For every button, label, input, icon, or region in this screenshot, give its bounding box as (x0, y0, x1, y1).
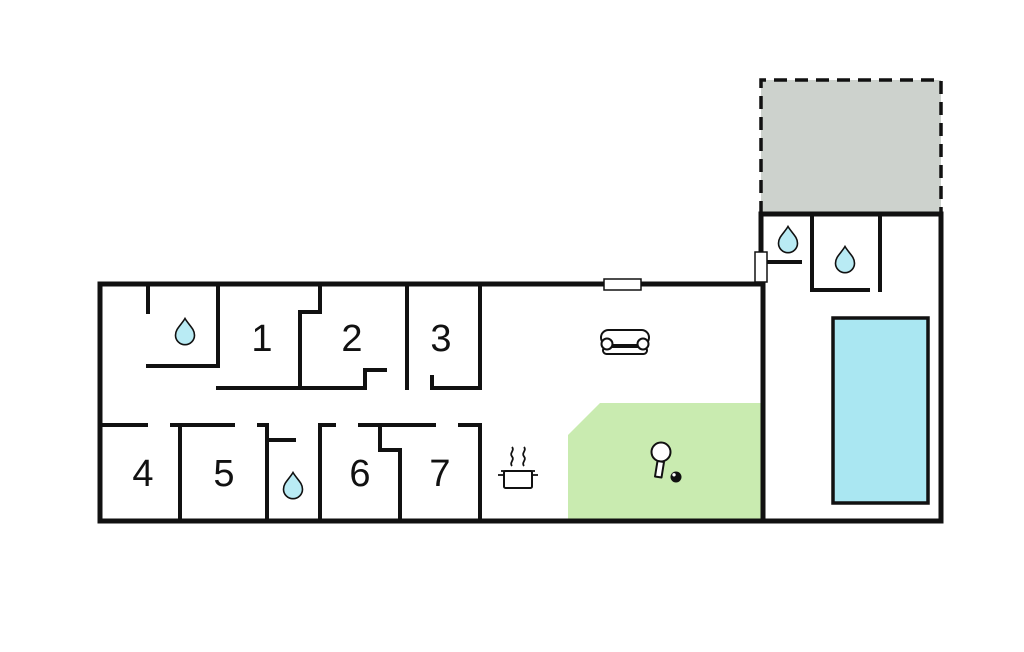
swimming-pool (831, 316, 930, 505)
interior-walls-top-row (146, 282, 482, 390)
outer-wall (97, 211, 944, 524)
room-label-6: 6 (349, 453, 370, 495)
water-drop-icon (777, 224, 799, 254)
annex-area (759, 78, 943, 214)
water-drop-icon (174, 316, 196, 346)
room-label-5: 5 (213, 453, 234, 495)
table-tennis-icon (650, 441, 682, 483)
room-label-7: 7 (429, 453, 450, 495)
window-marker-wing-wall (754, 251, 768, 283)
room-label-2: 2 (341, 318, 362, 360)
table-tennis-ball (670, 471, 682, 483)
interior-walls-bottom-row (98, 423, 482, 523)
water-drop-icon (834, 244, 856, 274)
cooking-pot-icon (498, 446, 538, 489)
room-label-4: 4 (132, 453, 153, 495)
terrace-area (568, 403, 765, 521)
room-label-3: 3 (430, 318, 451, 360)
room-label-1: 1 (251, 318, 272, 360)
water-drop-icon (282, 470, 304, 500)
sofa-icon (600, 329, 650, 355)
annex-fill (761, 80, 941, 214)
interior-walls-wing (759, 212, 882, 292)
window-marker-top-wall (603, 278, 642, 291)
annex-dashed-border (759, 78, 943, 214)
